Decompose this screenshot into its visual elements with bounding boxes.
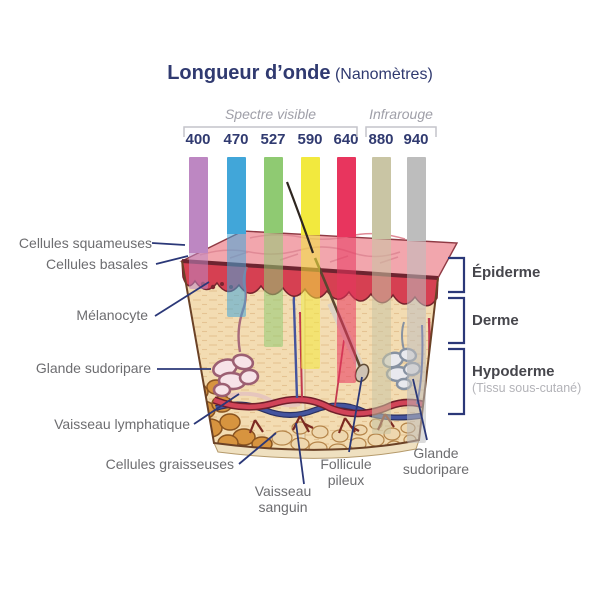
wavelength-bar-527 [263,157,283,233]
wavelength-bar-400-penetration [188,253,208,289]
title-unit: (Nanomètres) [334,66,433,83]
group-label-infrared: Infrarouge [369,106,433,122]
title-text: Longueur d’onde [167,62,331,84]
label-basal-cells: Cellules basales [46,256,148,272]
label-hair-follicle: Follicule pileux [320,456,372,488]
label-sweat-gland-left: Glande sudoripare [35,360,151,376]
hair-shaft-above-skin [285,181,315,254]
wavelength-bar-470 [226,157,246,234]
bracket-visible-spectrum [183,126,358,137]
layer-sublabel-hypodermis: (Tissu sous-cutané) [472,381,582,395]
page-title: Longueur d’onde (Nanomètres) [0,62,600,85]
wavelength-number-940: 940 [403,131,429,148]
layer-label-epidermis: Épiderme [472,264,541,281]
sweat-gland-left [212,353,260,398]
hair-bulb [354,363,370,383]
wavelength-bar-400 [188,157,208,253]
layer-label-hypodermis: Hypoderme [472,363,555,380]
wavelength-bar-880-penetration [371,239,391,434]
bracket-infrared [365,126,437,137]
leader-basal-cells [155,255,189,265]
wavelength-number-880: 880 [368,131,394,148]
wavelength-number-590: 590 [297,131,323,148]
leader-blood-vessel [295,422,305,485]
wavelength-number-470: 470 [223,131,249,148]
leader-lymphatic-vessel [193,393,240,425]
label-sweat-gland-right: Glande sudoripare [402,445,470,477]
bracket-epidermis [448,256,466,294]
label-fat-cells: Cellules graisseuses [105,456,234,472]
leader-melanocyte [154,281,210,317]
label-blood-vessel: Vaisseau sanguin [254,483,312,515]
wavelength-bar-640-penetration [336,237,356,383]
sweat-duct-right [401,321,405,351]
wavelength-bar-940 [406,157,426,241]
wavelength-bar-940-penetration [406,241,426,443]
wavelength-bar-640 [336,157,356,237]
group-label-visible-spectrum: Spectre visible [224,106,317,122]
leader-squamous-cells [151,242,186,246]
lymphatic-vessel [227,391,301,408]
wavelength-number-400: 400 [185,131,211,148]
bracket-dermis [448,296,466,345]
wavelength-bar-880 [371,157,391,239]
label-squamous-cells: Cellules squameuses [18,235,152,251]
bracket-hypodermis [448,347,466,416]
leader-sweat-gland-right [412,378,428,441]
label-melanocyte: Mélanocyte [76,307,148,323]
leader-hair-follicle [348,376,363,453]
layer-label-dermis: Derme [472,312,519,329]
wavelength-number-640: 640 [333,131,359,148]
leader-fat-cells [238,432,277,465]
label-lymphatic-vessel: Vaisseau lymphatique [54,416,190,432]
wavelength-bar-470-penetration [226,234,246,317]
wavelength-bar-527-penetration [263,233,283,347]
wavelength-bar-590 [300,157,320,235]
wavelength-number-527: 527 [260,131,286,148]
wavelength-bar-590-penetration [300,235,320,369]
